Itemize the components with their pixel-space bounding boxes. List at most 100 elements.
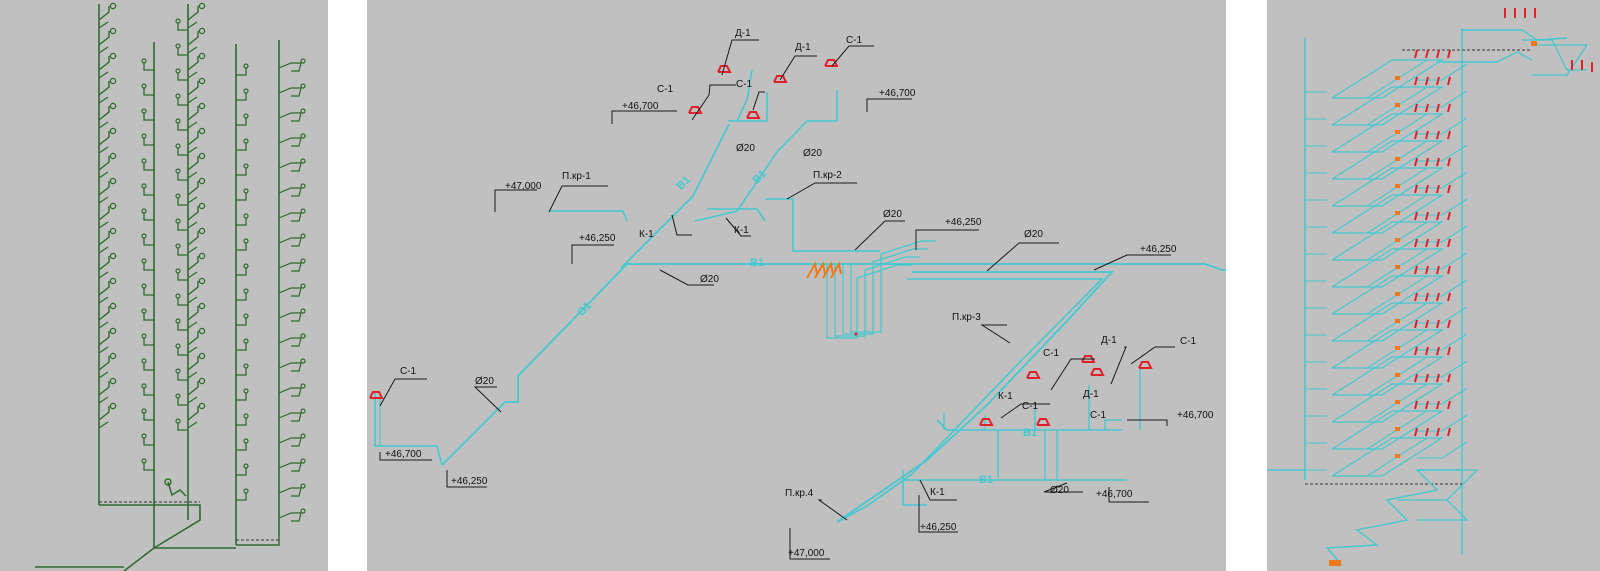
valve-symbol bbox=[1329, 560, 1341, 566]
fixture-symbol bbox=[824, 59, 839, 67]
fixture-symbol bbox=[1425, 427, 1429, 437]
fixture-branch bbox=[98, 96, 109, 104]
fixture-branch bbox=[236, 118, 247, 126]
valve-symbol bbox=[1531, 41, 1537, 46]
fixture-branch bbox=[98, 271, 109, 279]
fixture-branch bbox=[187, 296, 198, 304]
fixture-branch bbox=[98, 356, 110, 371]
fixture-branch bbox=[236, 143, 247, 151]
fixture-branch bbox=[98, 146, 109, 154]
fixture-symbol bbox=[300, 208, 306, 214]
fixture-symbol bbox=[1090, 368, 1105, 376]
leader-line bbox=[1093, 254, 1171, 271]
floor-branch bbox=[1331, 329, 1445, 369]
fixture-symbol bbox=[1414, 157, 1418, 167]
valve-symbol bbox=[1395, 373, 1400, 377]
fixture-symbol bbox=[175, 43, 181, 49]
fixture-label: С-1 bbox=[1043, 348, 1060, 359]
fixture-branch bbox=[177, 173, 188, 181]
valve-symbol bbox=[806, 261, 818, 279]
leader-line bbox=[786, 182, 857, 200]
leader-line bbox=[611, 110, 677, 124]
fixture-symbol bbox=[141, 233, 147, 239]
right-riser-stack-diagram bbox=[1267, 0, 1600, 571]
fixture-symbol bbox=[1436, 238, 1440, 248]
fixture-branch bbox=[143, 138, 154, 146]
fixture-symbol bbox=[1447, 265, 1451, 275]
fixture-branch bbox=[187, 71, 198, 79]
fixture-symbol bbox=[1425, 400, 1429, 410]
fixture-symbol bbox=[300, 458, 306, 464]
fixture-symbol bbox=[300, 483, 306, 489]
fixture-label: С-1 bbox=[400, 366, 417, 377]
fixture-symbol bbox=[1425, 49, 1429, 59]
fixture-branch bbox=[177, 223, 188, 231]
fixture-symbol bbox=[243, 138, 249, 144]
pipe-label: В1 bbox=[1023, 427, 1038, 439]
diameter-label: Ø20 bbox=[803, 148, 822, 159]
fixture-symbol bbox=[198, 77, 206, 85]
fixture-branch bbox=[177, 73, 188, 81]
branch-pipe bbox=[374, 393, 443, 466]
fixture-branch bbox=[236, 468, 247, 476]
fixture-branch bbox=[187, 56, 199, 71]
fixture-label: С-1 bbox=[1180, 336, 1197, 347]
left-riser-diagram bbox=[0, 0, 328, 571]
fixture-branch bbox=[143, 288, 154, 296]
fixture-branch bbox=[98, 156, 110, 171]
main-pipe bbox=[236, 535, 280, 546]
fixture-branch bbox=[98, 296, 109, 304]
diameter-label: Ø20 bbox=[736, 143, 755, 154]
fixture-label: Д-1 bbox=[1083, 389, 1099, 400]
fixture-symbol bbox=[198, 202, 206, 210]
level-label: +46,250 bbox=[1140, 244, 1177, 255]
fixture-symbol bbox=[300, 408, 306, 414]
valve-symbol bbox=[1395, 454, 1400, 458]
fixture-symbol bbox=[1447, 346, 1451, 356]
fixture-branch bbox=[98, 231, 110, 246]
fixture-branch bbox=[278, 287, 302, 297]
floor-branch bbox=[1417, 198, 1468, 216]
floor-branch bbox=[1331, 86, 1445, 126]
fixture-symbol bbox=[164, 478, 172, 486]
fixture-symbol bbox=[300, 258, 306, 264]
floor-branch bbox=[1417, 414, 1468, 432]
leader-line bbox=[817, 499, 848, 521]
fixture-branch bbox=[187, 331, 199, 346]
fixture-branch bbox=[187, 6, 199, 21]
fixture-symbol bbox=[1436, 76, 1440, 86]
branch-pipe bbox=[694, 90, 838, 222]
floor-branch bbox=[1331, 248, 1445, 288]
fixture-branch bbox=[98, 206, 110, 221]
fixture-branch bbox=[278, 437, 302, 447]
leader-line bbox=[919, 479, 957, 501]
fixture-branch bbox=[187, 81, 199, 96]
fixture-branch bbox=[177, 98, 188, 106]
fixture-symbol bbox=[746, 111, 761, 119]
fixture-branch bbox=[236, 418, 247, 426]
fixture-branch bbox=[236, 343, 247, 351]
fixture-branch bbox=[278, 212, 302, 222]
fixture-symbol bbox=[717, 65, 732, 73]
floor-branch bbox=[1417, 63, 1468, 81]
fixture-label: С-1 bbox=[736, 79, 753, 90]
fixture-symbol bbox=[141, 208, 147, 214]
level-label: +46,250 bbox=[579, 233, 616, 244]
fixture-branch bbox=[98, 421, 109, 429]
fixture-branch bbox=[278, 312, 302, 322]
pipe-label: В1 bbox=[979, 474, 994, 486]
fixture-branch bbox=[98, 196, 109, 204]
middle-water-supply-diagram: Д-1 Д-1 С-1 С-1 С-1 С-1 С-1 Д-1 С-1 Д-1 … bbox=[367, 0, 1226, 571]
fixture-symbol bbox=[141, 83, 147, 89]
fixture-branch bbox=[143, 88, 154, 96]
fixture-branch bbox=[236, 493, 247, 501]
leader-line bbox=[854, 220, 905, 251]
fixture-symbol bbox=[1414, 400, 1418, 410]
main-pipe bbox=[1267, 469, 1306, 480]
fixture-symbol bbox=[109, 2, 117, 10]
fixture-symbol bbox=[243, 213, 249, 219]
fixture-branch bbox=[187, 231, 199, 246]
fixture-symbol bbox=[141, 308, 147, 314]
leader-line bbox=[1050, 358, 1095, 391]
fixture-symbol bbox=[175, 243, 181, 249]
